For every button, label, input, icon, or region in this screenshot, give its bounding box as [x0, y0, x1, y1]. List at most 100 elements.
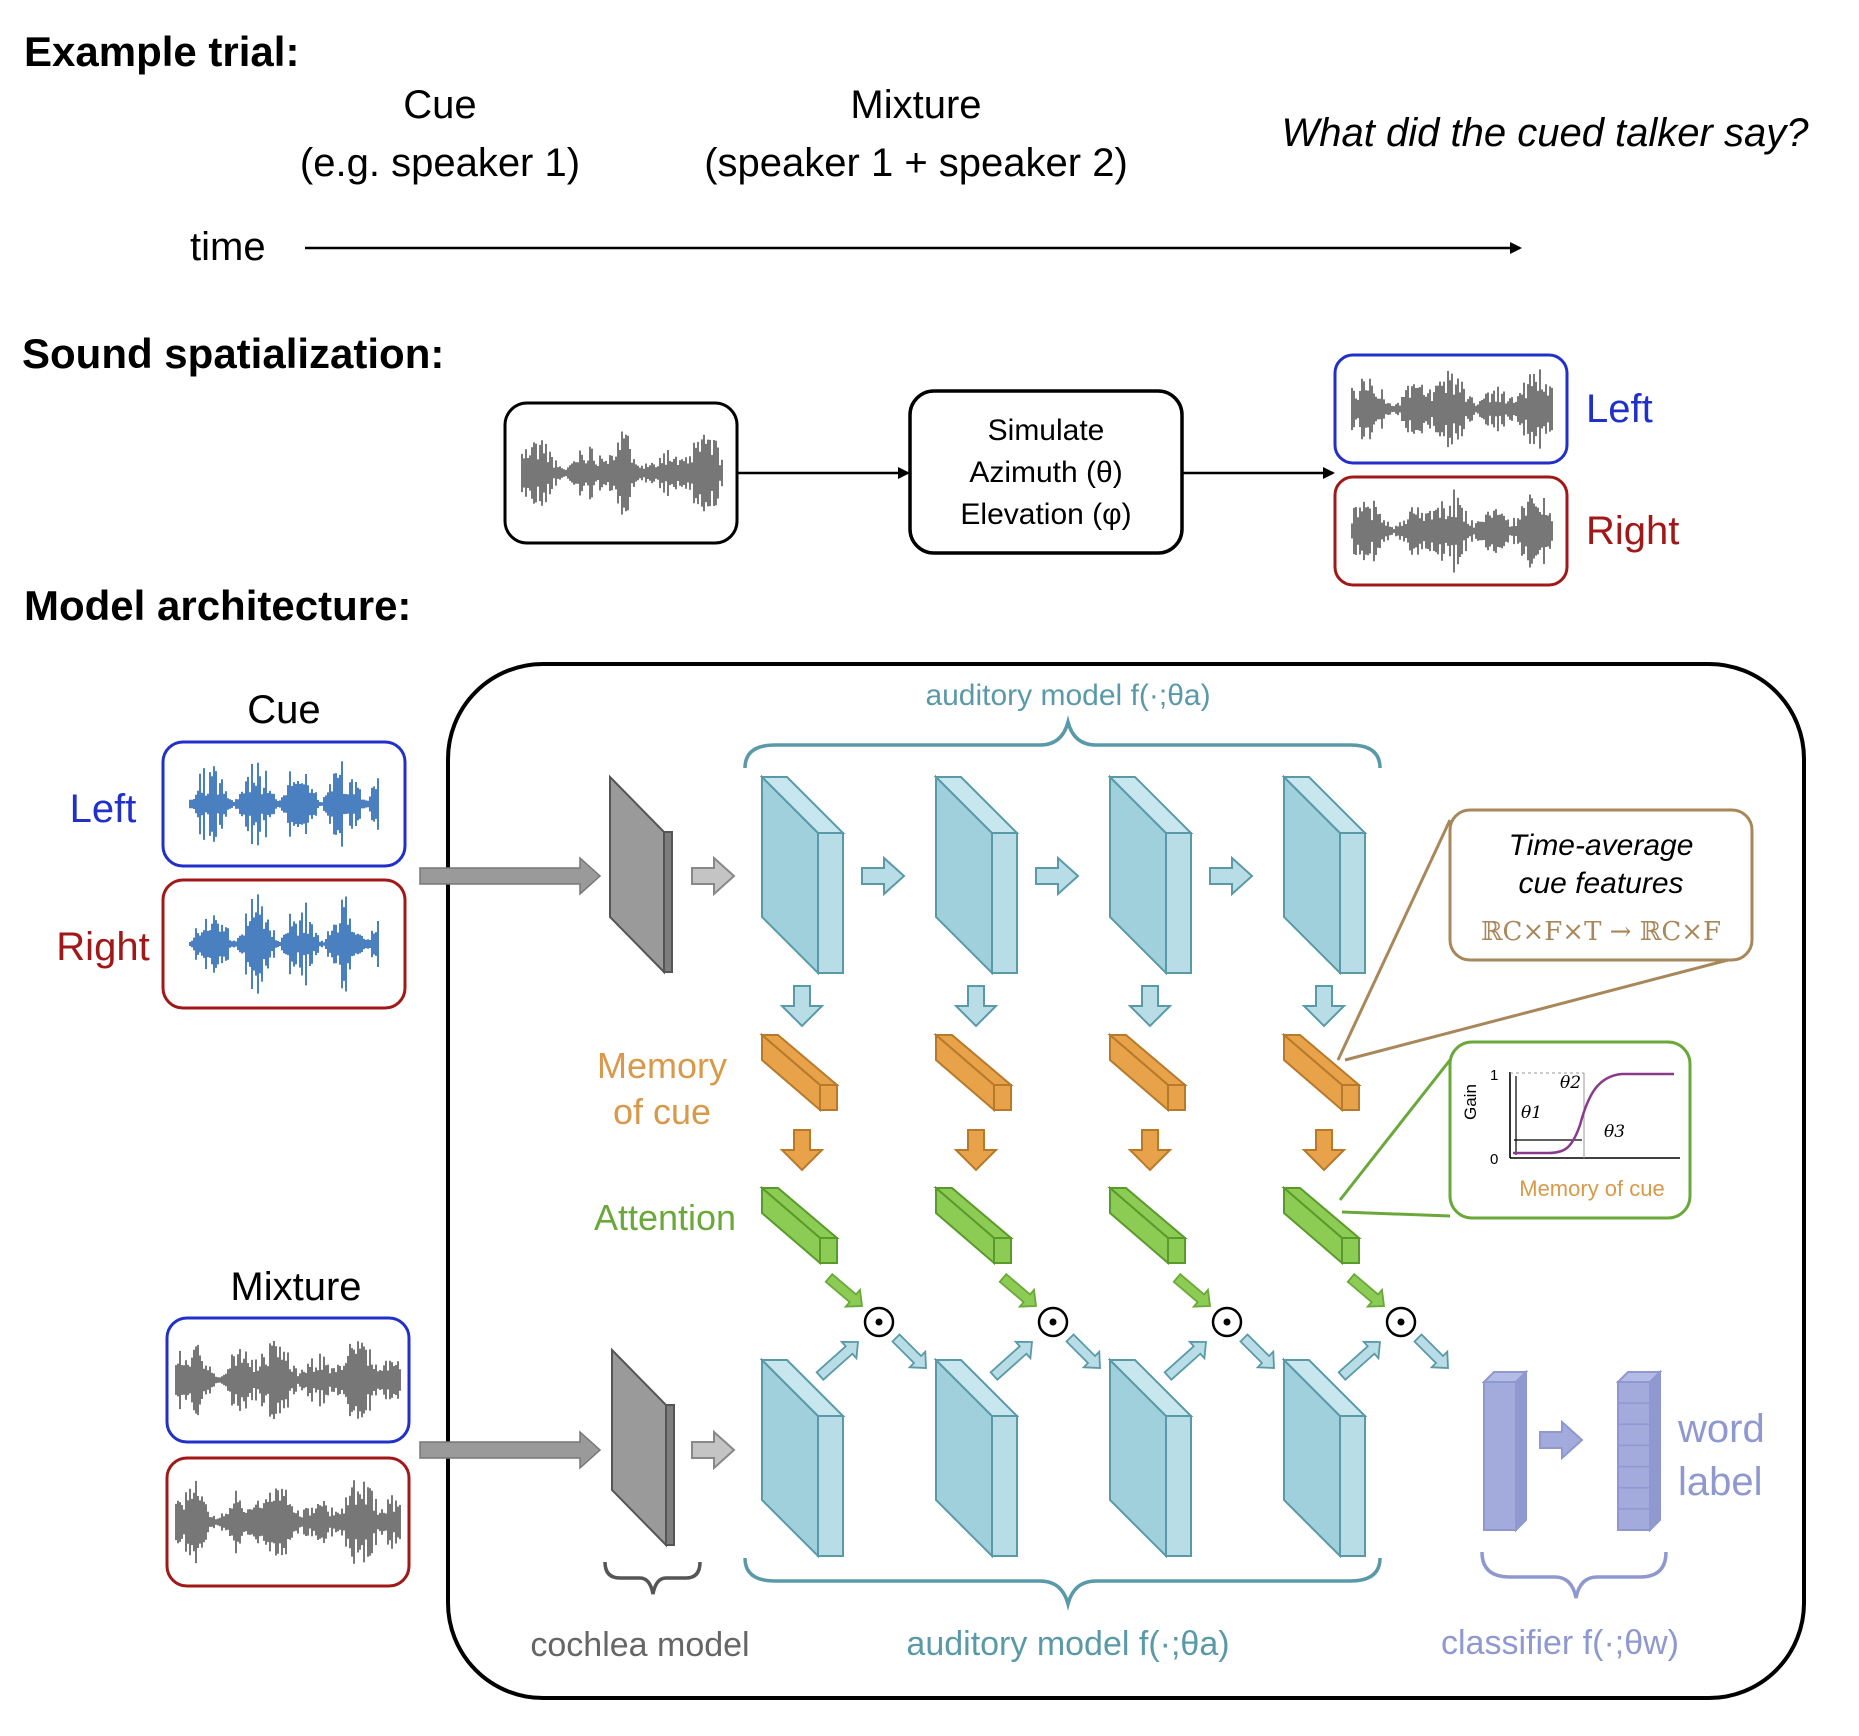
time-label: time: [190, 225, 266, 269]
multiply-dot: [875, 1318, 883, 1326]
mixture-right-waveform: [175, 1480, 401, 1564]
features-to-multiply-arrow: [815, 1340, 859, 1381]
attention-label: Attention: [594, 1197, 736, 1238]
conv-block-side: [991, 832, 1018, 974]
memory-label-line2: of cue: [613, 1091, 711, 1132]
cue-right-waveform: [189, 894, 379, 994]
time-average-line2: cue features: [1518, 867, 1683, 900]
multiply-dot: [1223, 1318, 1231, 1326]
cue-input-label: Cue: [247, 688, 320, 732]
teal-down-arrow: [1127, 985, 1173, 1028]
classifier-arrow: [1539, 1419, 1584, 1461]
cochlea-slab-edge: [663, 831, 673, 973]
simulate-line3: Elevation (φ): [960, 498, 1131, 531]
time-average-formula: ℝC×F×T → ℝC×F: [1481, 917, 1721, 947]
classifier-block-side: [1515, 1369, 1527, 1533]
callout-line-b: [1344, 958, 1729, 1062]
auditory-brace-top: [743, 715, 1382, 769]
cochlea-slab-bottom: [611, 1347, 675, 1548]
waveform-trace: [189, 894, 379, 994]
feature-bar-side: [993, 1084, 1012, 1111]
architecture-heading: Model architecture:: [24, 582, 411, 629]
waveform-trace: [521, 431, 723, 515]
feature-bar-side: [1167, 1084, 1186, 1111]
gain-axis-label: Gain: [1461, 1084, 1480, 1120]
arrow-shape: [1346, 1272, 1386, 1308]
attention-to-multiply-arrow: [824, 1272, 864, 1308]
output-block-side: [1649, 1369, 1661, 1533]
arrow-shape: [1163, 1340, 1207, 1381]
mixture-title: Mixture: [850, 83, 981, 127]
waveform-trace: [175, 1341, 401, 1419]
teal-right-arrow: [1035, 855, 1080, 897]
theta3-label: θ3: [1604, 1122, 1625, 1142]
orange-down-arrow: [1127, 1129, 1173, 1172]
left-output-waveform: [1351, 369, 1553, 449]
arrow-shape: [1413, 1333, 1449, 1369]
waveform-trace: [189, 761, 379, 847]
arrow-shape: [1065, 1333, 1101, 1369]
example-trial-heading: Example trial:: [24, 28, 299, 75]
right-output-waveform: [1351, 489, 1553, 573]
right-output-label: Right: [1586, 509, 1679, 553]
waveform-trace: [1351, 489, 1553, 573]
attention-to-multiply-arrow: [1172, 1272, 1212, 1308]
arrow-shape: [989, 1340, 1033, 1381]
memory-label-line1: Memory: [597, 1045, 727, 1086]
features-to-multiply-arrow: [989, 1340, 1033, 1381]
feature-bar-side: [1167, 1237, 1186, 1264]
conv-block-side: [1165, 832, 1192, 974]
time-average-callout: [1448, 808, 1754, 962]
output-block-face: [1617, 1381, 1651, 1531]
attention-to-multiply-arrow: [998, 1272, 1038, 1308]
cue-left-waveform: [189, 761, 379, 847]
architecture-blocks: [691, 774, 1663, 1559]
callout-line-a: [1336, 819, 1452, 1061]
multiply-to-next-arrow: [1065, 1333, 1101, 1369]
teal-right-arrow: [861, 855, 906, 897]
simulate-line2: Azimuth (θ): [969, 456, 1122, 489]
gain-sigmoid-curve: [1513, 1072, 1674, 1155]
gray-arrow-bottom: [691, 1429, 736, 1471]
conv-block-side: [1339, 832, 1366, 974]
gain-callout-line-a: [1338, 1059, 1452, 1201]
orange-down-arrow: [779, 1129, 825, 1172]
mixture-input-arrow: [419, 1430, 602, 1470]
arrow-shape: [998, 1272, 1038, 1308]
feature-bar-side: [819, 1237, 838, 1264]
cochlea-slab-top: [609, 774, 673, 975]
theta1-label: θ1: [1521, 1103, 1542, 1123]
cochlea-model-label: cochlea model: [530, 1626, 749, 1664]
conv-block-side: [1339, 1415, 1366, 1557]
teal-down-arrow: [953, 985, 999, 1028]
word-label-line1: word: [1677, 1407, 1765, 1451]
cue-right-label: Right: [56, 925, 149, 969]
feature-bar-side: [993, 1237, 1012, 1264]
time-average-line1: Time-average: [1509, 829, 1694, 862]
mixture-left-waveform: [175, 1341, 401, 1419]
features-to-multiply-arrow: [1163, 1340, 1207, 1381]
spatialization-heading: Sound spatialization:: [22, 330, 444, 377]
classifier-brace: [1480, 1551, 1668, 1599]
arrow-shape: [815, 1340, 859, 1381]
gain-callout-line-b: [1341, 1210, 1451, 1218]
attention-to-multiply-arrow: [1346, 1272, 1386, 1308]
cue-subtitle: (e.g. speaker 1): [300, 141, 580, 185]
arrow-shape: [1239, 1333, 1275, 1369]
left-output-label: Left: [1586, 387, 1653, 431]
feature-bar-side: [1341, 1237, 1360, 1264]
arrow-shape: [1337, 1340, 1381, 1381]
simulate-line1: Simulate: [988, 414, 1105, 447]
multiply-dot: [1397, 1318, 1405, 1326]
cue-input-arrow: [419, 856, 602, 896]
arrow-shape: [891, 1333, 927, 1369]
conv-block-side: [1165, 1415, 1192, 1557]
feature-bar-side: [1341, 1084, 1360, 1111]
conv-block-side: [817, 832, 844, 974]
auditory-brace-bottom: [743, 1557, 1382, 1611]
teal-down-arrow: [1301, 985, 1347, 1028]
teal-down-arrow: [779, 985, 825, 1028]
multiply-dot: [1049, 1318, 1057, 1326]
teal-right-arrow: [1209, 855, 1254, 897]
